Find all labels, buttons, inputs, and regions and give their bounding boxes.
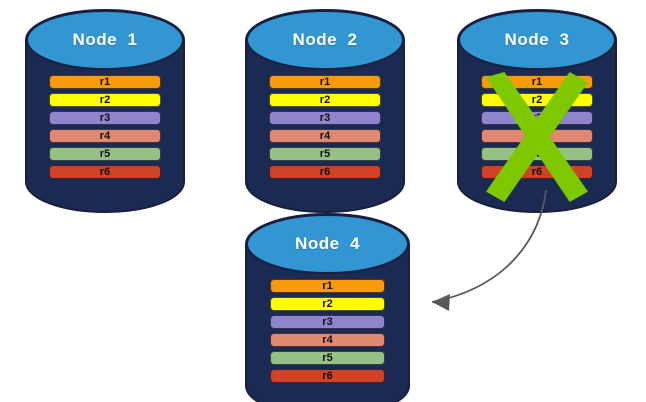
node-4-row-r6: r6 (270, 369, 385, 383)
node-1-row-r3: r3 (49, 111, 161, 125)
node-1-lid (26, 10, 184, 70)
node-2-row-label-r2: r2 (319, 93, 331, 106)
node-4-row-label-r5: r5 (322, 351, 333, 364)
node-1-row-label-r6: r6 (99, 165, 111, 178)
node-1-row-label-r2: r2 (99, 93, 111, 106)
node-3-lid (458, 10, 616, 70)
node-4-title: Node 4 (295, 234, 360, 253)
node-2-row-label-r3: r3 (319, 111, 331, 124)
node-4-row-r3: r3 (270, 315, 385, 329)
node-2-row-label-r4: r4 (319, 129, 331, 142)
node-1[interactable]: Node 1 r1 r2 r3 r4 r5 r6 (25, 8, 185, 213)
node-1-rows: r1 r2 r3 r4 r5 r6 (49, 75, 161, 179)
node-2-row-r2: r2 (269, 93, 381, 107)
node-1-row-label-r5: r5 (99, 147, 111, 160)
node-2-lid (246, 10, 404, 70)
node-1-row-r1: r1 (49, 75, 161, 89)
node-2-rows: r1 r2 r3 r4 r5 r6 (269, 75, 381, 179)
node-2-row-r5: r5 (269, 147, 381, 161)
node-4-row-label-r4: r4 (322, 333, 333, 346)
node-4[interactable]: Node 4 r1 r2 r3 r4 r5 r6 (245, 212, 410, 402)
node-2-title: Node 2 (292, 30, 358, 49)
node-4-row-r5: r5 (270, 351, 385, 365)
node-1-title: Node 1 (72, 30, 138, 49)
failover-arrow-head (432, 294, 450, 311)
node-2-row-r4: r4 (269, 129, 381, 143)
node-1-row-r2: r2 (49, 93, 161, 107)
node-4-row-r2: r2 (270, 297, 385, 311)
node-2-row-r6: r6 (269, 165, 381, 179)
node-2[interactable]: Node 2 r1 r2 r3 r4 r5 r6 (245, 8, 405, 213)
node-2-row-label-r5: r5 (319, 147, 331, 160)
node-2-row-label-r1: r1 (319, 75, 331, 88)
node-4-row-label-r2: r2 (322, 297, 333, 310)
node-4-lid (246, 214, 409, 274)
node-2-row-label-r6: r6 (319, 165, 331, 178)
node-4-row-label-r6: r6 (322, 369, 333, 382)
node-1-row-label-r1: r1 (99, 75, 111, 88)
node-1-row-label-r3: r3 (99, 111, 111, 124)
failover-arrow-line (431, 189, 547, 303)
node-2-row-r1: r1 (269, 75, 381, 89)
node-4-row-r4: r4 (270, 333, 385, 347)
node-3-title: Node 3 (504, 30, 570, 49)
node-4-row-r1: r1 (270, 279, 385, 293)
node-1-row-r4: r4 (49, 129, 161, 143)
node-4-rows: r1 r2 r3 r4 r5 r6 (270, 279, 385, 383)
node-4-row-label-r3: r3 (322, 315, 333, 328)
node-1-row-r6: r6 (49, 165, 161, 179)
node-1-row-label-r4: r4 (99, 129, 111, 142)
node-2-row-r3: r3 (269, 111, 381, 125)
node-1-row-r5: r5 (49, 147, 161, 161)
node-4-row-label-r1: r1 (322, 279, 333, 292)
